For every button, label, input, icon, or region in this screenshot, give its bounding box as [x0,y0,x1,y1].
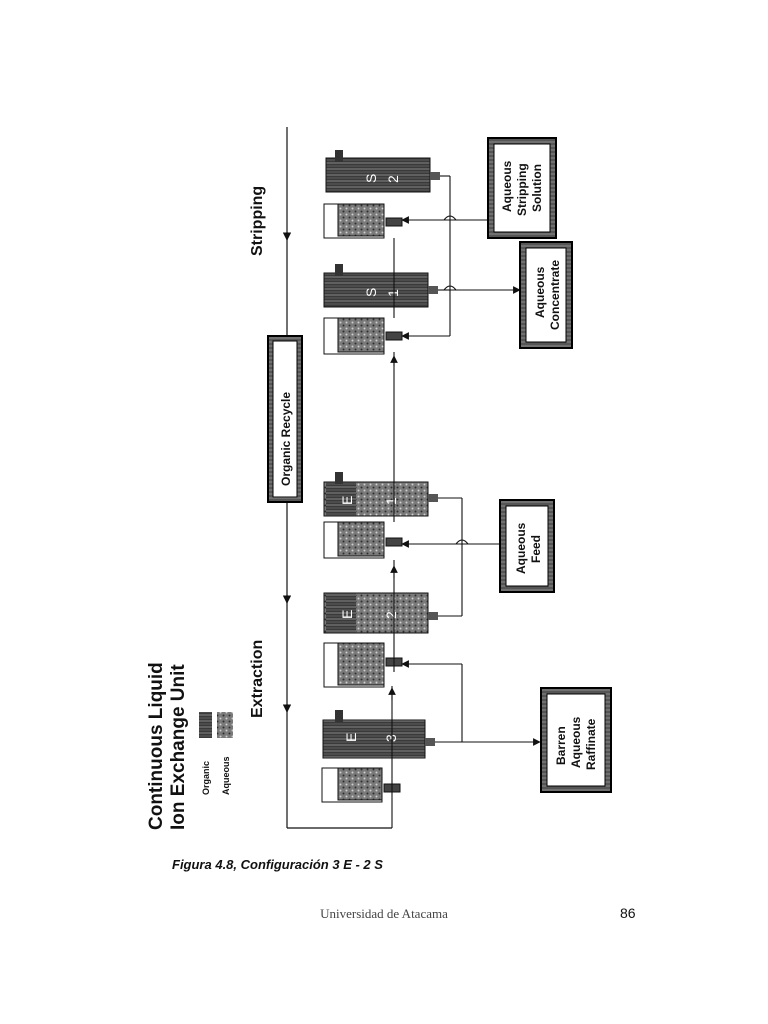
barren-aqueous-raffinate-box: Barren Aqueous Raffinate [540,687,612,793]
organic-recycle-box: Organic Recycle [267,335,303,503]
feed-line2: Feed [529,535,543,563]
unit-e2-stage: E [339,610,355,619]
aqueous-stripping-solution-box: Aqueous Stripping Solution [487,137,557,239]
legend-organic-swatch [199,712,212,738]
diagram-title-line1: Continuous Liquid [146,662,167,830]
diagram-title-line2: Ion Exchange Unit [168,664,189,830]
barren-line2: Aqueous [569,716,583,768]
stripping-line1: Aqueous [500,160,514,212]
unit-e3-stage: E [343,733,359,742]
stripping-line3: Solution [530,164,544,212]
legend-aqueous-swatch [217,712,233,738]
stripping-line2: Stripping [515,163,529,216]
concentrate-line2: Concentrate [548,260,562,330]
legend-aqueous-label: Aqueous [221,756,231,795]
feed-line1: Aqueous [514,522,528,574]
barren-line3: Raffinate [584,718,598,770]
footer-institution: Universidad de Atacama [320,906,448,921]
unit-e2-number: 2 [383,611,399,619]
unit-s2-stage: S [363,174,379,183]
unit-s1-number: 1 [385,289,401,297]
unit-e1: E 1 [323,472,438,559]
legend-organic-label: Organic [201,761,211,795]
aqueous-feed-box: Aqueous Feed [499,499,555,593]
unit-e2: E 2 [323,592,438,688]
aqueous-concentrate-box: Aqueous Concentrate [519,241,573,349]
unit-s1: S 1 [323,264,438,355]
unit-e3: E 3 [321,710,435,803]
page-number: 86 [620,905,636,921]
unit-s2: S 2 [323,150,440,239]
section-label-stripping: Stripping [249,186,266,256]
figure-caption: Figura 4.8, Configuración 3 E - 2 S [172,857,383,872]
section-label-extraction: Extraction [249,640,266,718]
unit-s2-number: 2 [385,175,401,183]
unit-s1-stage: S [363,288,379,297]
unit-e1-stage: E [339,496,355,505]
concentrate-line1: Aqueous [533,266,547,318]
barren-line1: Barren [554,726,568,765]
legend: Organic Aqueous [199,712,233,795]
unit-e1-number: 1 [383,497,399,505]
organic-recycle-label: Organic Recycle [279,392,293,486]
process-pipes [388,175,541,828]
unit-e3-number: 3 [383,734,399,742]
